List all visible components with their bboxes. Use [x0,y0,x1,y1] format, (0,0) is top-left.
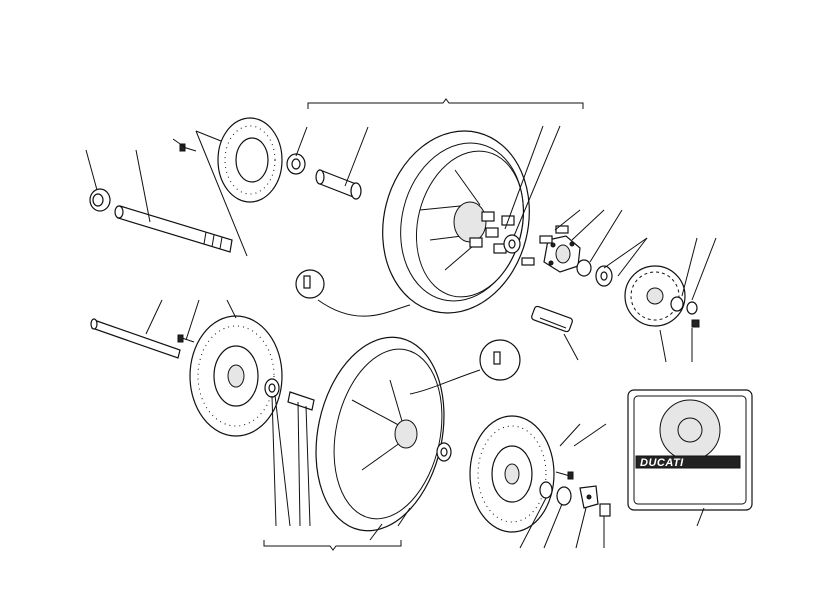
kit-logo: DUCATI [640,457,684,469]
rear-wheel-rim [382,130,530,314]
front-wheel-bearing-right [436,442,452,462]
front-wheel-bearing-left [264,378,280,398]
front-wheel-group-bracket [263,540,402,551]
chain-link [531,305,573,333]
rear-wheel-bearing-left [286,153,306,175]
cush-drive-flange [543,235,581,273]
rear-valve-detail [295,269,411,317]
rear-wheel-group-bracket [307,98,584,109]
front-brake-disc-left [189,315,283,437]
front-disc-screw-right [555,471,574,480]
rear-axle [114,205,233,253]
front-wheel-rim [315,336,445,532]
sprocket-kit-box: DUCATI [627,389,753,511]
rear-sprocket [624,265,686,327]
front-axle [90,318,181,359]
speedo-drive-parts [539,481,611,517]
front-brake-disc-right [469,415,555,533]
sprocket-nut-washer [670,296,700,328]
rear-brake-disc [217,117,283,203]
flange-bearings [576,259,613,287]
rear-axle-nut [89,188,111,212]
front-spacer [287,391,315,411]
rear-spacer-tube [315,169,362,200]
leader-lines [85,125,717,549]
rear-wheel-bearing-right [503,234,521,254]
front-disc-screw [177,334,195,343]
front-valve-detail [409,339,521,395]
